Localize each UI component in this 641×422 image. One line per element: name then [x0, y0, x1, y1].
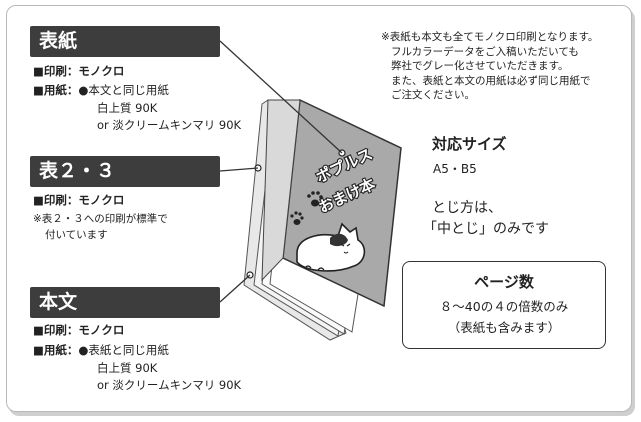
cover-paper-line: ●本文と同じ用紙 — [78, 83, 169, 97]
cover-print-value: モノクロ — [78, 64, 125, 78]
size-title: 対応サイズ — [432, 135, 507, 153]
cover-paper-line: or 淡クリームキンマリ 90K — [97, 118, 242, 132]
cover-print: ■印刷：モノクロ — [33, 64, 124, 79]
leader-line-inner-cover — [219, 167, 259, 172]
notice-line: ご注文ください。 — [391, 89, 475, 101]
inner-cover-print-value: モノクロ — [78, 193, 125, 207]
notice-line: ※表紙も本文も全てモノクロ印刷となります。 — [381, 31, 599, 43]
body-tag: 本文 — [30, 287, 220, 318]
paw-print-icon — [307, 191, 323, 207]
page-count-box: ページ数 ８～40の４の倍数のみ （表紙も含みます） — [402, 261, 606, 349]
cover-paper-line: 白上質 90K — [97, 101, 158, 115]
body-paper-line: ●表紙と同じ用紙 — [78, 343, 169, 357]
inner-cover-note: ※表２・３への印刷が標準で — [33, 213, 168, 225]
notice: ※表紙も本文も全てモノクロ印刷となります。 フルカラーデータをご入稿いただいても… — [381, 30, 598, 103]
cover-tag: 表紙 — [30, 26, 220, 57]
notice-line: フルカラーデータをご入稿いただいても — [391, 45, 579, 58]
cover-paper: ■用紙：●本文と同じ用紙 — [33, 83, 169, 98]
body-paper-label: ■用紙： — [33, 343, 79, 357]
page-count-note: （表紙も含みます） — [447, 320, 561, 335]
binding-line1: とじ方は、 — [432, 200, 502, 216]
paw-print-icon — [290, 211, 304, 225]
leader-line-cover — [219, 40, 343, 154]
notice-line: また、表紙と本文の用紙は必ず同じ用紙で — [391, 74, 591, 87]
leader-line-body — [219, 274, 251, 303]
inner-cover-print: ■印刷：モノクロ — [33, 193, 124, 208]
body-paper: ■用紙：●表紙と同じ用紙 — [33, 343, 169, 358]
body-print: ■印刷：モノクロ — [33, 323, 124, 338]
inner-cover-tag: 表２・３ — [30, 156, 220, 187]
cat-illustration — [296, 222, 366, 272]
cover-paper-label: ■用紙： — [33, 83, 79, 97]
inner-cover-print-label: ■印刷： — [33, 193, 79, 207]
cover-print-label: ■印刷： — [33, 64, 79, 78]
size-value: A5・B5 — [433, 162, 477, 176]
body-print-label: ■印刷： — [33, 323, 79, 337]
inner-cover-note: 付いています — [45, 229, 108, 241]
body-paper-line: 白上質 90K — [97, 361, 158, 375]
page-count-range: ８～40の４の倍数のみ — [439, 299, 569, 314]
binding-line2: 「中とじ」のみです — [423, 221, 549, 237]
body-print-value: モノクロ — [78, 323, 125, 337]
body-paper-line: or 淡クリームキンマリ 90K — [97, 378, 242, 392]
page-count-title: ページ数 — [474, 273, 534, 291]
notice-line: 弊社でグレー化させていただきます。 — [391, 60, 569, 72]
